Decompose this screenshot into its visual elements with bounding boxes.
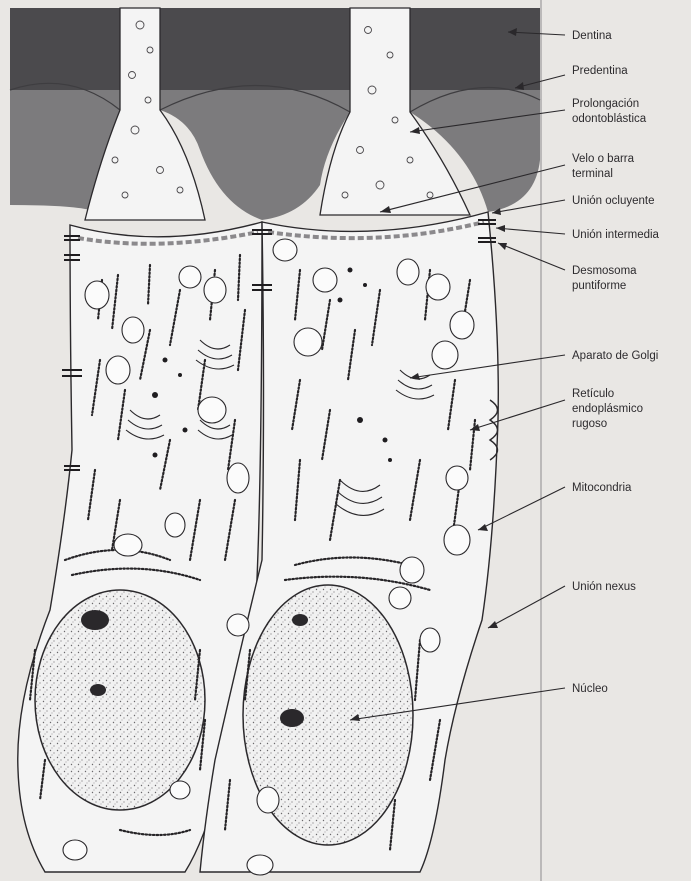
nucleus-left xyxy=(35,590,205,810)
label-prolongacion-line1: Prolongación xyxy=(572,98,639,110)
label-dentina: Dentina xyxy=(572,30,612,42)
label-desmosoma-line1: Desmosoma xyxy=(572,265,637,277)
label-union-intermedia: Unión intermedia xyxy=(572,229,660,241)
label-mitocondria: Mitocondria xyxy=(572,482,632,494)
label-nucleo: Núcleo xyxy=(572,683,608,695)
label-prolongacion-line2: odontoblástica xyxy=(572,113,647,125)
label-reticulo-line1: Retículo xyxy=(572,388,614,400)
dentina-layer xyxy=(10,8,540,96)
label-velo-line2: terminal xyxy=(572,168,613,180)
label-union-ocluyente: Unión ocluyente xyxy=(572,195,654,207)
label-nexus: Unión nexus xyxy=(572,581,636,593)
label-desmosoma-line2: puntiforme xyxy=(572,280,626,292)
label-velo-line1: Velo o barra xyxy=(572,153,635,165)
label-predentina: Predentina xyxy=(572,65,628,77)
label-golgi: Aparato de Golgi xyxy=(572,350,658,362)
label-reticulo-line3: rugoso xyxy=(572,418,607,430)
label-reticulo-line2: endoplásmico xyxy=(572,403,643,415)
